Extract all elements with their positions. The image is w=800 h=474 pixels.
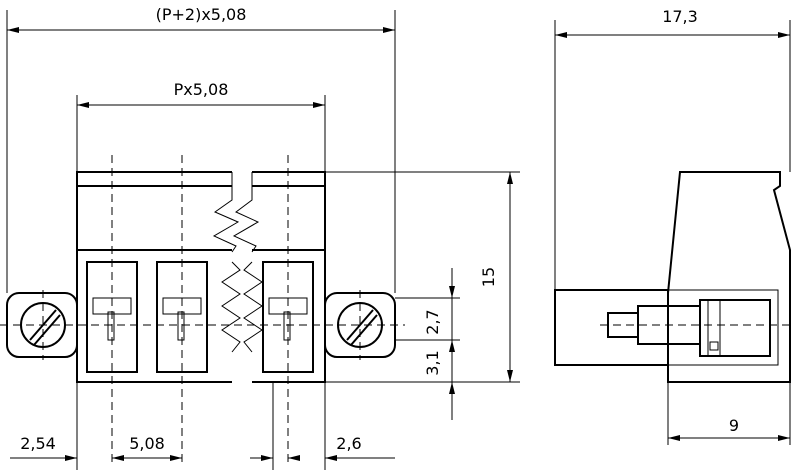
- dim-upper-offset: 2,7: [423, 309, 442, 334]
- dim-lower-offset: 3,1: [423, 350, 442, 375]
- front-view: [0, 155, 405, 465]
- front-dimensions: (P+2)x5,08 Px5,08 15 2,7 3,1 2,54: [6, 5, 520, 470]
- side-plug: [554, 289, 669, 366]
- dim-pitch: 5,08: [129, 434, 165, 453]
- side-view: [554, 171, 791, 383]
- dim-flange-offset: 2,54: [20, 434, 56, 453]
- body-left: [76, 171, 232, 383]
- dim-side-depth: 17,3: [662, 7, 698, 26]
- dim-pitch-width: Px5,08: [174, 80, 229, 99]
- dim-height: 15: [479, 267, 498, 287]
- dim-side-bottom: 9: [729, 416, 739, 435]
- side-housing: [667, 171, 791, 383]
- side-dimensions: 17,3 9: [554, 7, 791, 445]
- dim-pin-offset: 2,6: [336, 434, 361, 453]
- dim-overall-width: (P+2)x5,08: [156, 5, 247, 24]
